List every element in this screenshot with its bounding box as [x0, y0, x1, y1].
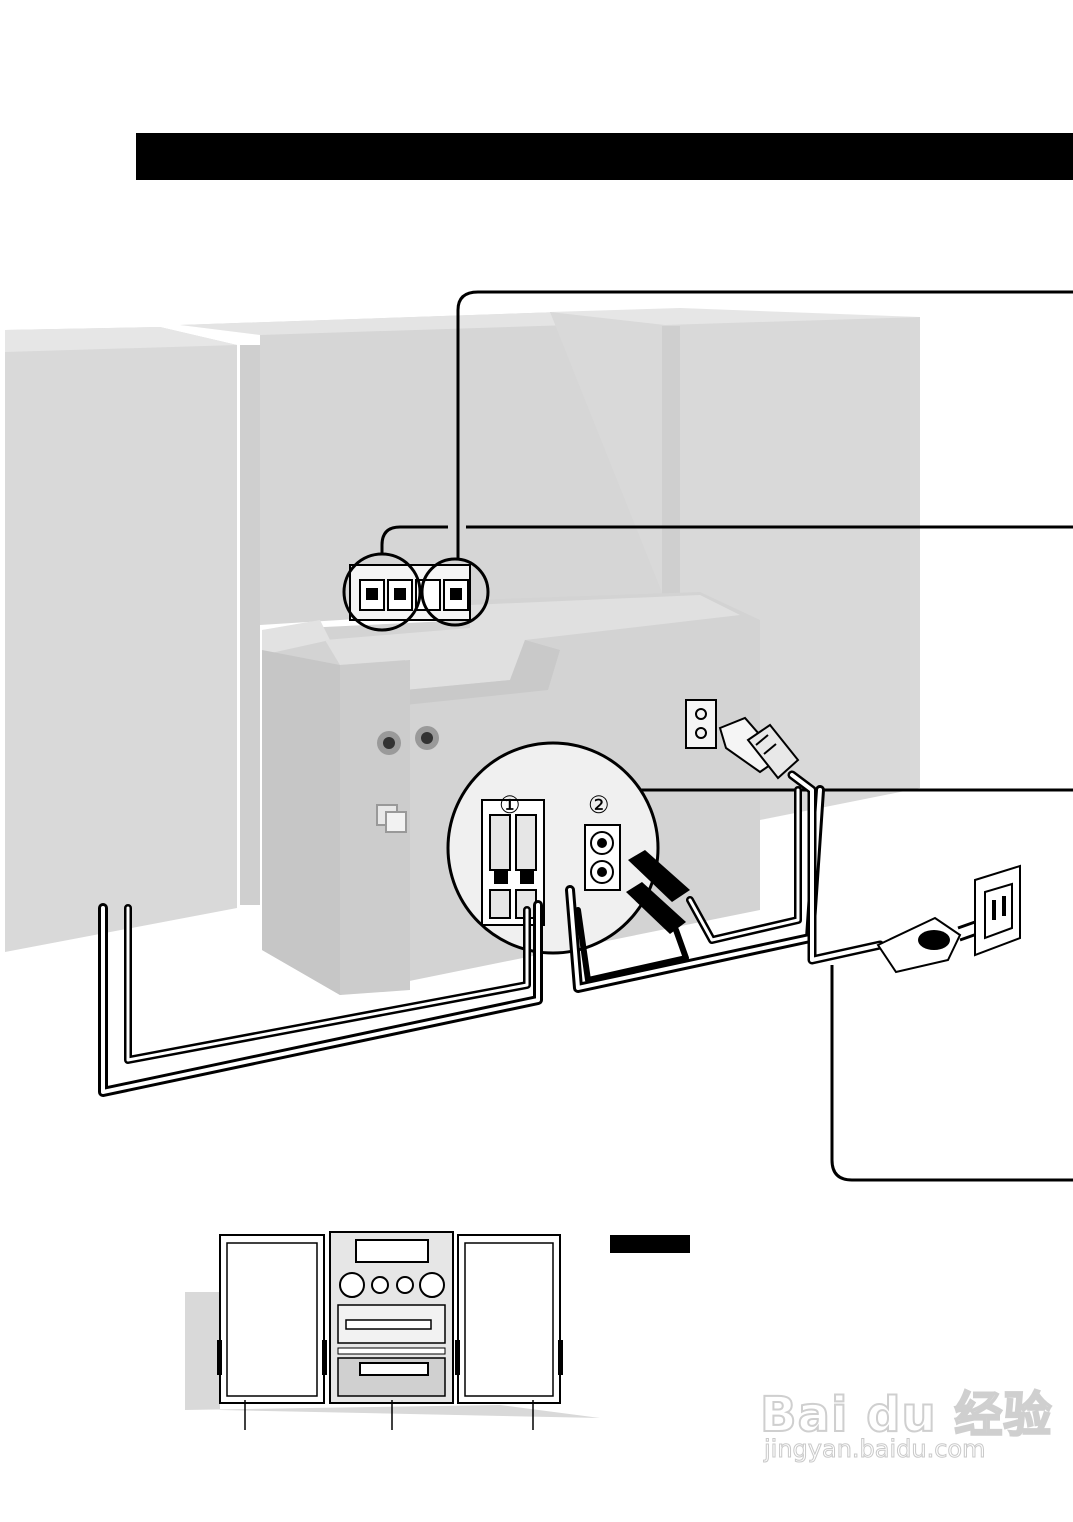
section-title-bar	[136, 133, 1073, 180]
ac-inlet	[685, 699, 717, 749]
cables	[98, 770, 885, 1097]
main-unit	[180, 312, 662, 905]
system-overview	[185, 1231, 600, 1430]
right-speaker	[550, 308, 920, 820]
step-1-label: ①	[499, 792, 521, 819]
highlight-circle-right	[420, 557, 490, 627]
top-terminals	[349, 564, 471, 621]
watermark-brand: Bai du 经验	[759, 1386, 1053, 1444]
callout-lines	[380, 290, 1073, 1182]
power-cord-plug	[718, 716, 800, 780]
watermark-url: jingyan.baidu.com	[763, 1435, 986, 1464]
note-label-bar	[610, 1235, 690, 1253]
step-2-label: ②	[588, 792, 610, 819]
wall-plug	[876, 916, 978, 974]
panel-jacks	[376, 726, 439, 833]
left-speaker	[5, 327, 237, 952]
wall-outlet	[974, 864, 1021, 957]
